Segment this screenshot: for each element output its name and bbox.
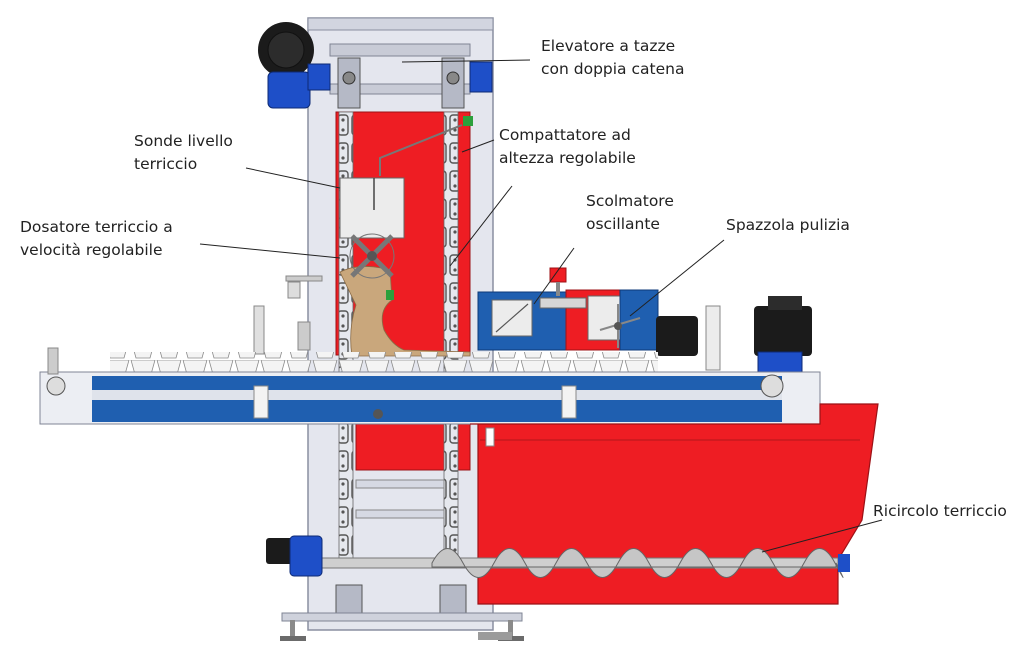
elevator-top-bar (329, 43, 471, 57)
auger (266, 535, 850, 578)
bucket-elevator (280, 17, 524, 641)
leader-lines (199, 59, 883, 553)
belt-motor (705, 296, 812, 373)
leader-spazzola (629, 239, 725, 317)
elevator-rung-1 (355, 479, 445, 489)
label-compattatore: Compattatore ad altezza regolabile (499, 126, 636, 167)
elevator-motor (258, 22, 493, 109)
leader-elevatore (401, 59, 531, 63)
elevator-rung-2 (355, 509, 445, 519)
top-sprocket-right (441, 57, 465, 109)
leader-compattatore (461, 139, 495, 153)
chain-right (443, 111, 459, 568)
brush-unit (599, 289, 698, 356)
conveyor-left-pulley (46, 376, 66, 396)
foot-mid (478, 632, 512, 640)
conveyor-cups (110, 352, 658, 372)
label-elevatore: Elevatore a tazze con doppia catena (541, 37, 685, 78)
top-sprocket-left (337, 57, 361, 109)
hopper-body (470, 403, 879, 605)
auger-blade (431, 548, 844, 578)
label-scolmatore: Scolmatore oscillante (586, 192, 674, 233)
bottom-sprocket-left (335, 584, 363, 616)
leader-sonde (245, 167, 341, 189)
conveyor-blue-band-top (92, 376, 782, 390)
brush-motor (656, 316, 698, 356)
conveyor-right-pulley (760, 374, 784, 398)
leader-ricircolo (761, 519, 883, 553)
elevator-top-plate (307, 17, 494, 31)
level-probe (339, 116, 473, 239)
elevator-base-plate (281, 612, 523, 622)
conveyor (39, 347, 821, 425)
bottom-sprocket-right (439, 584, 467, 616)
label-dosatore: Dosatore terriccio a velocità regolabile (20, 218, 173, 259)
foot-left (280, 620, 306, 641)
dosing-rotor (339, 233, 471, 357)
leader-dosatore-2 (449, 185, 513, 267)
oscillating-overflow (477, 267, 651, 351)
leader-scolmatore (533, 247, 575, 305)
label-sonde: Sonde livello terriccio (134, 132, 233, 173)
elevator-gearbox (267, 71, 311, 109)
soil-flow (339, 266, 471, 357)
recirculation-hopper (470, 403, 879, 605)
auger-motor (266, 535, 323, 577)
leader-dosatore (199, 243, 341, 259)
level-probe-box (339, 177, 405, 239)
conveyor-blue-band-bottom (92, 400, 782, 422)
label-spazzola: Spazzola pulizia (726, 216, 850, 234)
label-ricircolo: Ricircolo terriccio (873, 502, 1007, 520)
